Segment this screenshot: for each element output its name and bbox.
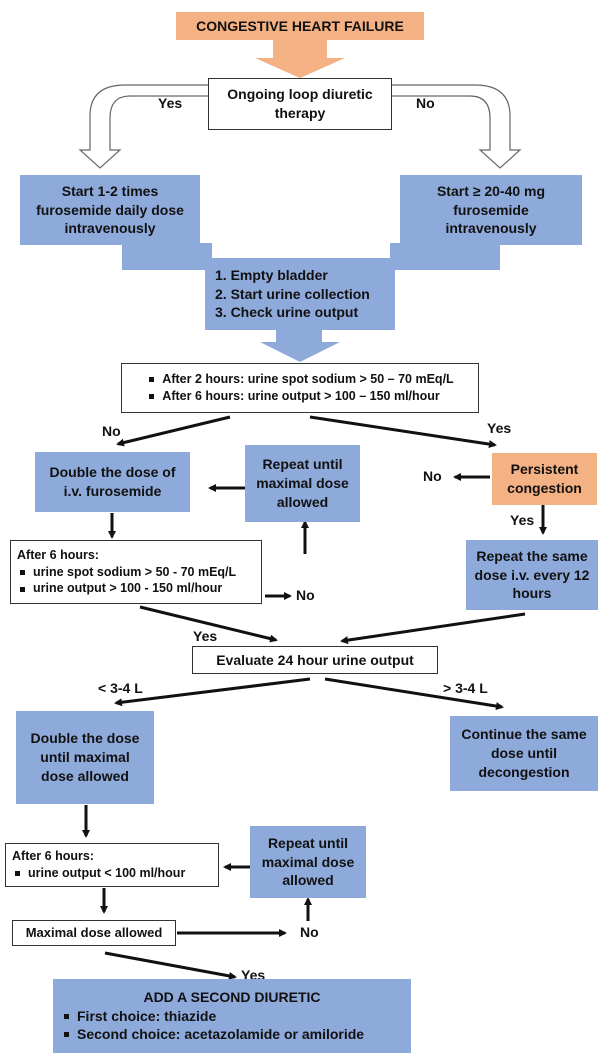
repeat-same-dose-box: Repeat the same dose i.v. every 12 hours (466, 540, 598, 610)
third-check-box: After 6 hours: urine output < 100 ml/hou… (5, 843, 219, 887)
evaluate-urine-box: Evaluate 24 hour urine output (192, 646, 438, 674)
check-item: urine output < 100 ml/hour (12, 865, 185, 882)
check-title: After 6 hours: (12, 849, 94, 864)
first-check-box: After 2 hours: urine spot sodium > 50 – … (121, 363, 479, 413)
yes-label: Yes (193, 628, 218, 644)
persistent-congestion-box: Persistent congestion (492, 453, 597, 505)
step-item: 1. Empty bladder (215, 266, 328, 283)
repeat-until-max-box-2: Repeat until maximal dose allowed (250, 826, 366, 898)
repeat-until-max-box: Repeat until maximal dose allowed (245, 445, 360, 522)
start-ongoing-box: Start 1-2 times furosemide daily dose in… (20, 175, 200, 245)
check-title: After 6 hours: (17, 547, 99, 562)
no-curve-arrow (392, 84, 522, 169)
second-check-box: After 6 hours: urine spot sodium > 50 - … (10, 540, 262, 604)
yes-label: Yes (487, 420, 512, 436)
double-dose-box: Double the dose of i.v. furosemide (35, 452, 190, 512)
continue-same-dose-box: Continue the same dose until decongestio… (450, 716, 598, 791)
blue-down-arrow (260, 328, 340, 362)
no-label: No (102, 423, 121, 439)
title-box: CONGESTIVE HEART FAILURE (176, 12, 424, 40)
yes-label: Yes (158, 95, 183, 111)
maximal-dose-question: Maximal dose allowed (12, 920, 176, 946)
second-diuretic-title: ADD A SECOND DIURETIC (143, 988, 321, 1005)
yes-curve-arrow (78, 84, 208, 169)
greater-than-label: > 3-4 L (443, 680, 488, 696)
no-label: No (296, 587, 315, 603)
check-item: After 6 hours: urine output > 100 – 150 … (146, 388, 453, 405)
double-until-max-box: Double the dose until maximal dose allow… (16, 711, 154, 804)
choice-item: First choice: thiazide (61, 1007, 364, 1026)
yes-label: Yes (510, 512, 535, 528)
check-item: After 2 hours: urine spot sodium > 50 – … (146, 371, 454, 388)
step-item: 3. Check urine output (215, 304, 359, 321)
no-label: No (416, 95, 435, 111)
no-label: No (423, 468, 442, 484)
ongoing-diuretic-question: Ongoing loop diuretic therapy (208, 78, 392, 130)
no-label: No (300, 924, 319, 940)
title-arrow (255, 38, 345, 78)
initial-steps-box: 1. Empty bladder 2. Start urine collecti… (205, 258, 395, 330)
check-item: urine output > 100 - 150 ml/hour (17, 580, 236, 597)
second-diuretic-box: ADD A SECOND DIURETIC First choice: thia… (53, 979, 411, 1053)
less-than-label: < 3-4 L (98, 680, 143, 696)
check-item: urine spot sodium > 50 - 70 mEq/L (17, 564, 236, 581)
start-naive-box: Start ≥ 20-40 mg furosemide intravenousl… (400, 175, 582, 245)
step-item: 2. Start urine collection (215, 285, 370, 302)
choice-item: Second choice: acetazolamide or amilorid… (61, 1025, 364, 1044)
